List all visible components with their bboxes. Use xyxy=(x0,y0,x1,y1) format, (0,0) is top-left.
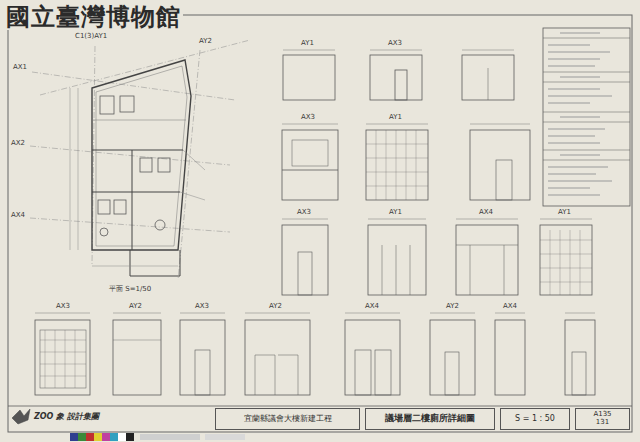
grid-label: AX3 xyxy=(300,114,316,122)
grid-label: AX3 xyxy=(194,303,210,311)
title-text: 宜蘭縣議會大樓新建工程 xyxy=(244,415,332,424)
grid-label: AX4 xyxy=(10,212,26,220)
project-name-box: 宜蘭縣議會大樓新建工程 xyxy=(215,408,360,430)
drawing-title-box: 議場層二樓廁所詳細圖 xyxy=(365,408,495,430)
sheet-number-box: A135131 xyxy=(575,408,630,430)
grid-label: AY2 xyxy=(128,303,143,311)
grid-label: AX4 xyxy=(364,303,380,311)
grid-label: AX3 xyxy=(296,209,312,217)
firm-name: ZOO 象 設計集團 xyxy=(34,413,99,422)
grid-label: AX3 xyxy=(55,303,71,311)
grid-label: C1(3)AY1 xyxy=(74,33,108,41)
grid-label: AY1 xyxy=(388,209,403,217)
grid-label: 平面 S=1/50 xyxy=(108,286,152,294)
watermark: 國立臺灣博物館 xyxy=(4,4,183,30)
title-text: A135 xyxy=(593,411,611,419)
grid-label: AX4 xyxy=(478,209,494,217)
grid-label: AX3 xyxy=(387,40,403,48)
title-text: S = 1 : 50 xyxy=(515,415,555,424)
grid-label: AY1 xyxy=(388,114,403,122)
grid-label: AY2 xyxy=(198,38,213,46)
grid-label: AX1 xyxy=(12,64,28,72)
title-text: 議場層二樓廁所詳細圖 xyxy=(385,414,475,424)
grid-label: AY2 xyxy=(445,303,460,311)
grid-label: AY2 xyxy=(268,303,283,311)
grid-label: AX4 xyxy=(502,303,518,311)
scale-box: S = 1 : 50 xyxy=(500,408,570,430)
grid-label: AY1 xyxy=(557,209,572,217)
grid-label: AY1 xyxy=(300,40,315,48)
title-text: 131 xyxy=(596,419,609,427)
grid-label: AX2 xyxy=(10,140,26,148)
